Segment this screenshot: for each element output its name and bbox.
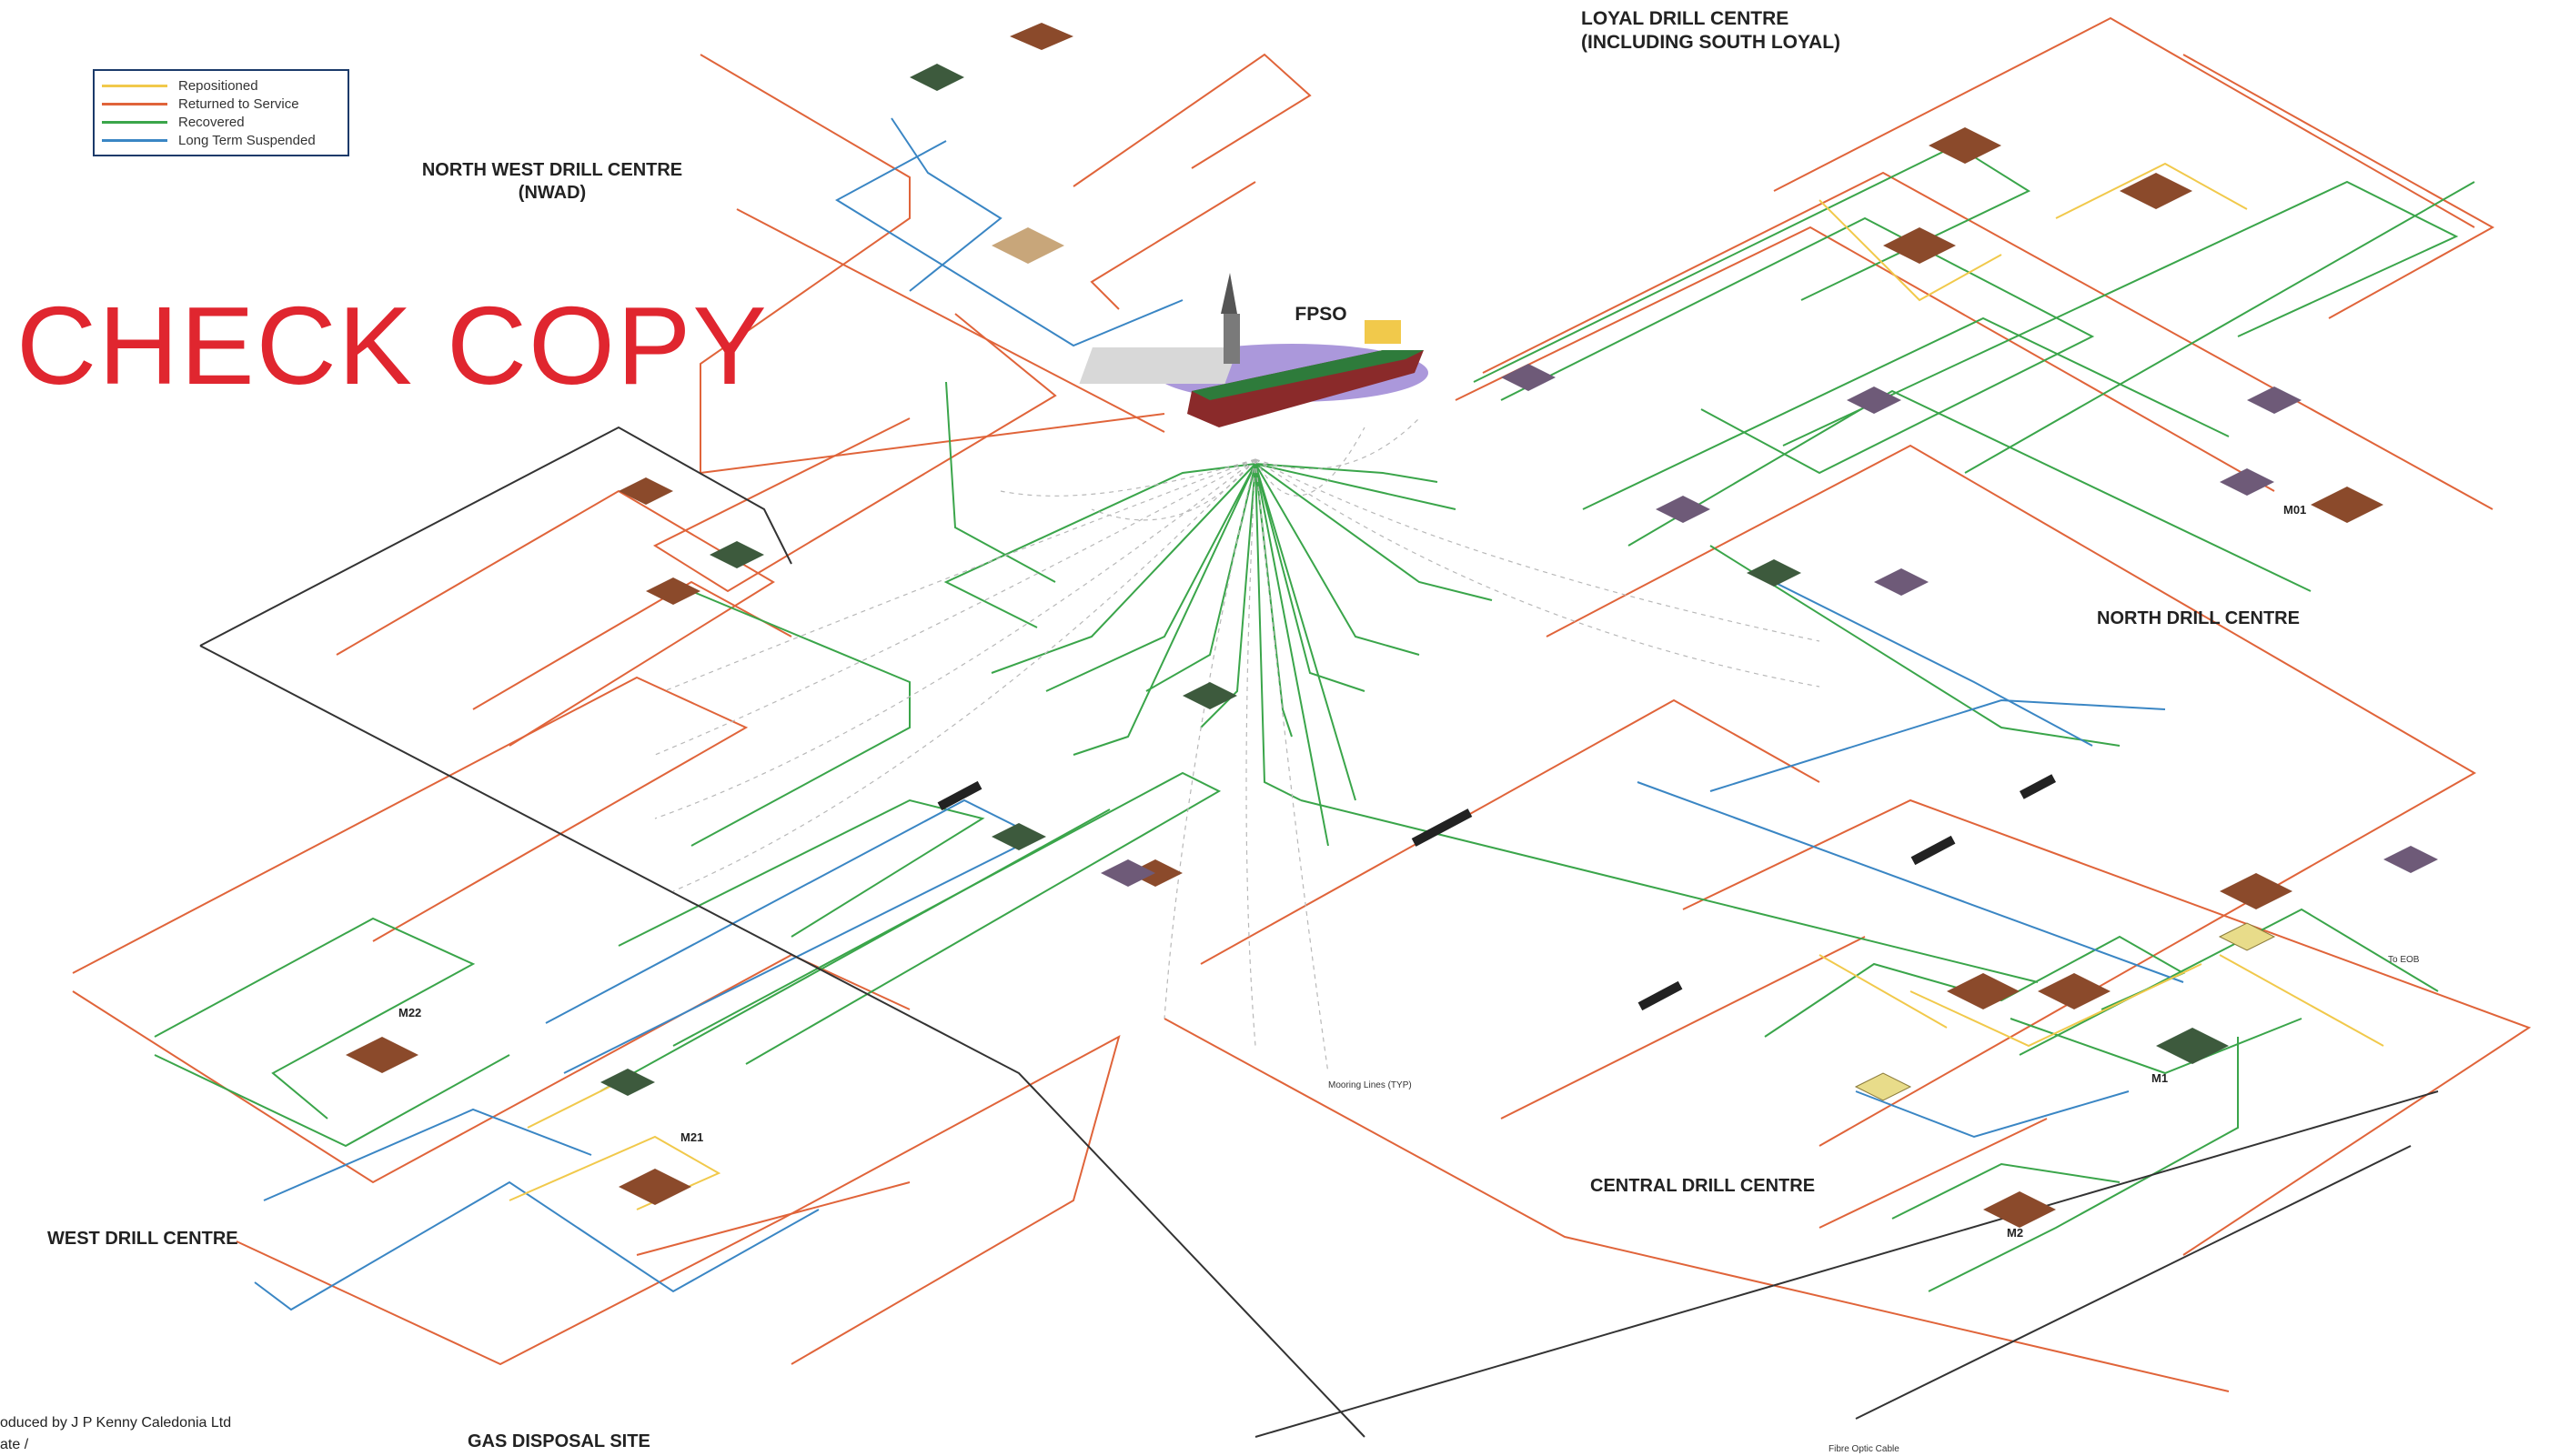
legend-label: Recovered	[178, 115, 245, 130]
legend-label: Long Term Suspended	[178, 133, 316, 148]
check-copy-watermark: CHECK COPY	[16, 282, 769, 409]
gas-disposal-site-title: GAS DISPOSAL SITE	[468, 1431, 659, 1453]
fpso-vessel	[1079, 273, 1428, 427]
m21-label: M21	[680, 1130, 703, 1144]
yellow-lines	[509, 164, 2383, 1210]
m1-label: M1	[2151, 1071, 2168, 1085]
returned-swatch	[102, 103, 167, 105]
fibre-label: Fibre Optic Cable	[1829, 1444, 1899, 1454]
recovered-swatch	[102, 121, 167, 124]
legend-row-returned: Returned to Service	[102, 95, 348, 113]
m2-label: M2	[2007, 1226, 2023, 1240]
producer-credit: oduced by J P Kenny Caledonia Ltd	[0, 1415, 231, 1431]
legend-label: Returned to Service	[178, 96, 299, 112]
repositioned-swatch	[102, 85, 167, 87]
legend-row-recovered: Recovered	[102, 113, 348, 131]
north-west-drill-centre-title: NORTH WEST DRILL CENTRE (NWAD)	[411, 159, 693, 205]
m01-label: M01	[2283, 503, 2306, 517]
legend: Repositioned Returned to Service Recover…	[93, 69, 349, 156]
fibre-optic-lines	[200, 427, 2438, 1437]
legend-row-repositioned: Repositioned	[102, 76, 348, 95]
loyal-drill-centre-title: LOYAL DRILL CENTRE (INCLUDING SOUTH LOYA…	[1581, 7, 1890, 55]
legend-label: Repositioned	[178, 78, 258, 94]
suspended-swatch	[102, 139, 167, 142]
north-drill-centre-title: NORTH DRILL CENTRE	[2097, 608, 2315, 630]
m22-label: M22	[398, 1006, 421, 1019]
central-drill-centre-title: CENTRAL DRILL CENTRE	[1590, 1175, 1827, 1198]
to-eob-label: To EOB	[2388, 955, 2420, 965]
mooring-label: Mooring Lines (TYP)	[1328, 1080, 1412, 1090]
fpso-title: FPSO	[1294, 303, 1348, 326]
legend-row-suspended: Long Term Suspended	[102, 131, 348, 149]
date-label: ate /	[0, 1437, 28, 1453]
west-drill-centre-title: WEST DRILL CENTRE	[47, 1228, 257, 1250]
